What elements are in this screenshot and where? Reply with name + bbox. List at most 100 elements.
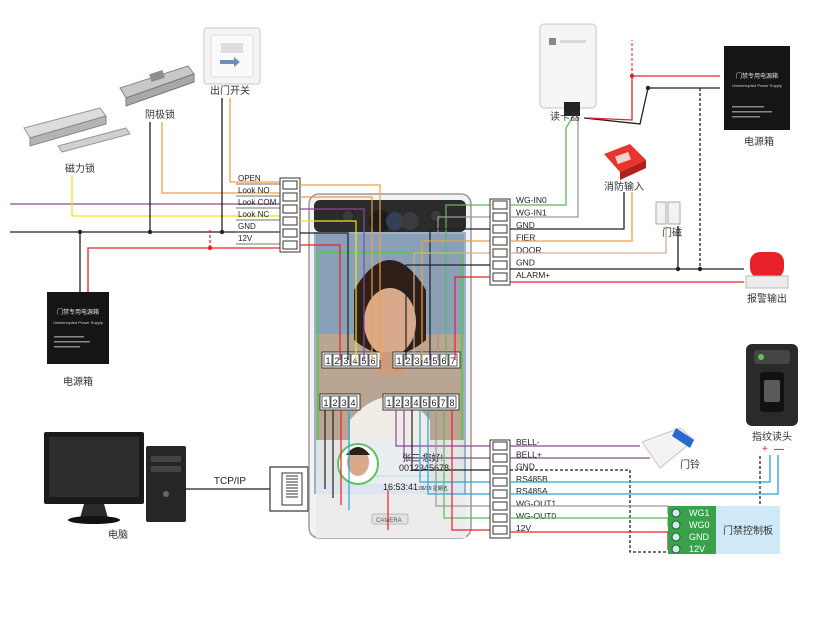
- connector-pin-number: 6: [370, 356, 375, 366]
- panel-user-id: 0012345678: [399, 463, 449, 473]
- connector-pin: [448, 353, 458, 367]
- fingerprint-reader-device: [746, 344, 798, 426]
- controller-terminal-label: WG0: [689, 520, 710, 530]
- connector-pin: [332, 353, 342, 367]
- power-supply-left-label: 电源箱: [63, 375, 93, 388]
- electric-strike-label: 阴极锁: [145, 108, 175, 121]
- connector-pin: [368, 353, 378, 367]
- connector-pin-number: 1: [325, 356, 330, 366]
- connector-pin: [411, 395, 421, 409]
- connector-pin: [348, 395, 358, 409]
- panel-date: 06/19 星期五: [419, 486, 448, 492]
- doorbell-label: 门铃: [680, 458, 700, 471]
- connector-pin-number: 3: [343, 356, 348, 366]
- exit-button-label: 出门开关: [210, 84, 250, 97]
- power-supply-left-device: 门禁专用电源箱 Uninterrupted Power Supply: [47, 292, 109, 364]
- connector-pin-number: 3: [404, 398, 409, 408]
- tcpip-label: TCP/IP: [214, 476, 247, 487]
- connector-pin: [447, 395, 457, 409]
- connector-pin-number: 2: [332, 398, 337, 408]
- right-terminal-block-bottom: [489, 439, 511, 539]
- right-terminal-label-top: WG-IN1: [516, 208, 547, 218]
- magnetic-lock-label: 磁力锁: [65, 162, 95, 175]
- controller-terminal-label: WG1: [689, 508, 710, 518]
- connector-pin-number: 6: [441, 356, 446, 366]
- psu-right-title: 门禁专用电源箱: [736, 72, 778, 80]
- fingerprint-plus: +: [762, 444, 768, 455]
- right-terminal-labels-bottom: BELL-BELL+GNDRS485BRS485AWG-OUT1WG-OUT01…: [516, 437, 556, 533]
- connector-pin: [439, 353, 449, 367]
- computer-device: [44, 432, 186, 524]
- connector-pin: [402, 395, 412, 409]
- connector-pin: [420, 395, 430, 409]
- connector-pin: [323, 353, 333, 367]
- left-terminal-label: Look NO: [238, 186, 270, 195]
- right-terminal-label-top: DOOR: [516, 245, 542, 255]
- exit-button-device: [203, 27, 261, 85]
- left-terminal-label: 12V: [238, 234, 253, 243]
- fire-input-label: 消防输入: [604, 180, 644, 193]
- right-terminal-label-bottom: 12V: [516, 523, 531, 533]
- fingerprint-minus: —: [774, 444, 784, 455]
- connector-pin-number: 5: [361, 356, 366, 366]
- right-terminal-label-top: GND: [516, 220, 535, 230]
- connector-pin: [341, 353, 351, 367]
- connector-pin-number: 5: [432, 356, 437, 366]
- connector-pin-number: 4: [352, 356, 357, 366]
- right-terminal-label-bottom: BELL+: [516, 449, 542, 459]
- fingerprint-reader-label: 指纹读头: [752, 430, 792, 443]
- power-supply-right-label: 电源箱: [744, 135, 774, 148]
- right-terminal-block-top: [489, 198, 511, 286]
- right-terminal-label-bottom: BELL-: [516, 437, 540, 447]
- connector-pin-number: 4: [423, 356, 428, 366]
- connector-pin: [330, 395, 340, 409]
- connector-pin: [350, 353, 360, 367]
- right-terminal-label-top: FIER: [516, 233, 535, 243]
- connector-pin: [339, 395, 349, 409]
- panel-brand: CAMERA: [376, 518, 402, 524]
- connector-pin: [321, 395, 331, 409]
- psu-left-title: 门禁专用电源箱: [57, 308, 99, 316]
- connector-pin: [438, 395, 448, 409]
- right-terminal-label-bottom: GND: [516, 462, 535, 472]
- connector-pin: [393, 395, 403, 409]
- connector-pin: [412, 353, 422, 367]
- left-terminal-label: Look NC: [238, 210, 269, 219]
- connector-pin-number: 6: [431, 398, 436, 408]
- connector-pin-number: 1: [323, 398, 328, 408]
- connector-pin-number: 1: [386, 398, 391, 408]
- electric-strike-device: [119, 65, 195, 107]
- right-terminal-label-top: WG-IN0: [516, 195, 547, 205]
- card-reader-device: [539, 23, 597, 116]
- left-terminal-block: [279, 177, 301, 253]
- connector-pin-number: 2: [334, 356, 339, 366]
- psu-right-subtitle: Uninterrupted Power Supply: [732, 83, 782, 88]
- left-terminal-label: OPEN: [238, 174, 261, 183]
- power-supply-right-device: 门禁专用电源箱 Uninterrupted Power Supply: [724, 46, 790, 130]
- connector-pin-number: 3: [414, 356, 419, 366]
- fire-input-device: [604, 144, 646, 180]
- door-sensor-device: [655, 201, 681, 225]
- door-sensor-label: 门磁: [662, 226, 682, 239]
- right-terminal-label-bottom: WG-OUT1: [516, 499, 556, 509]
- computer-label: 电脑: [108, 528, 128, 541]
- access-controller-label: 门禁控制板: [723, 524, 773, 537]
- connector-pin-number: 4: [350, 398, 355, 408]
- connector-pin-number: 7: [450, 356, 455, 366]
- access-controller-board: [668, 506, 780, 554]
- rj45-port: [269, 466, 309, 512]
- connector-pin-number: 4: [413, 398, 418, 408]
- connector-pin-number: 2: [395, 398, 400, 408]
- psu-left-subtitle: Uninterrupted Power Supply: [53, 320, 103, 325]
- connector-pin-number: 8: [449, 398, 454, 408]
- left-terminal-label: Look COM: [238, 198, 277, 207]
- left-terminal-label: GND: [238, 222, 256, 231]
- alarm-output-label: 报警输出: [747, 292, 787, 305]
- connector-pin: [430, 353, 440, 367]
